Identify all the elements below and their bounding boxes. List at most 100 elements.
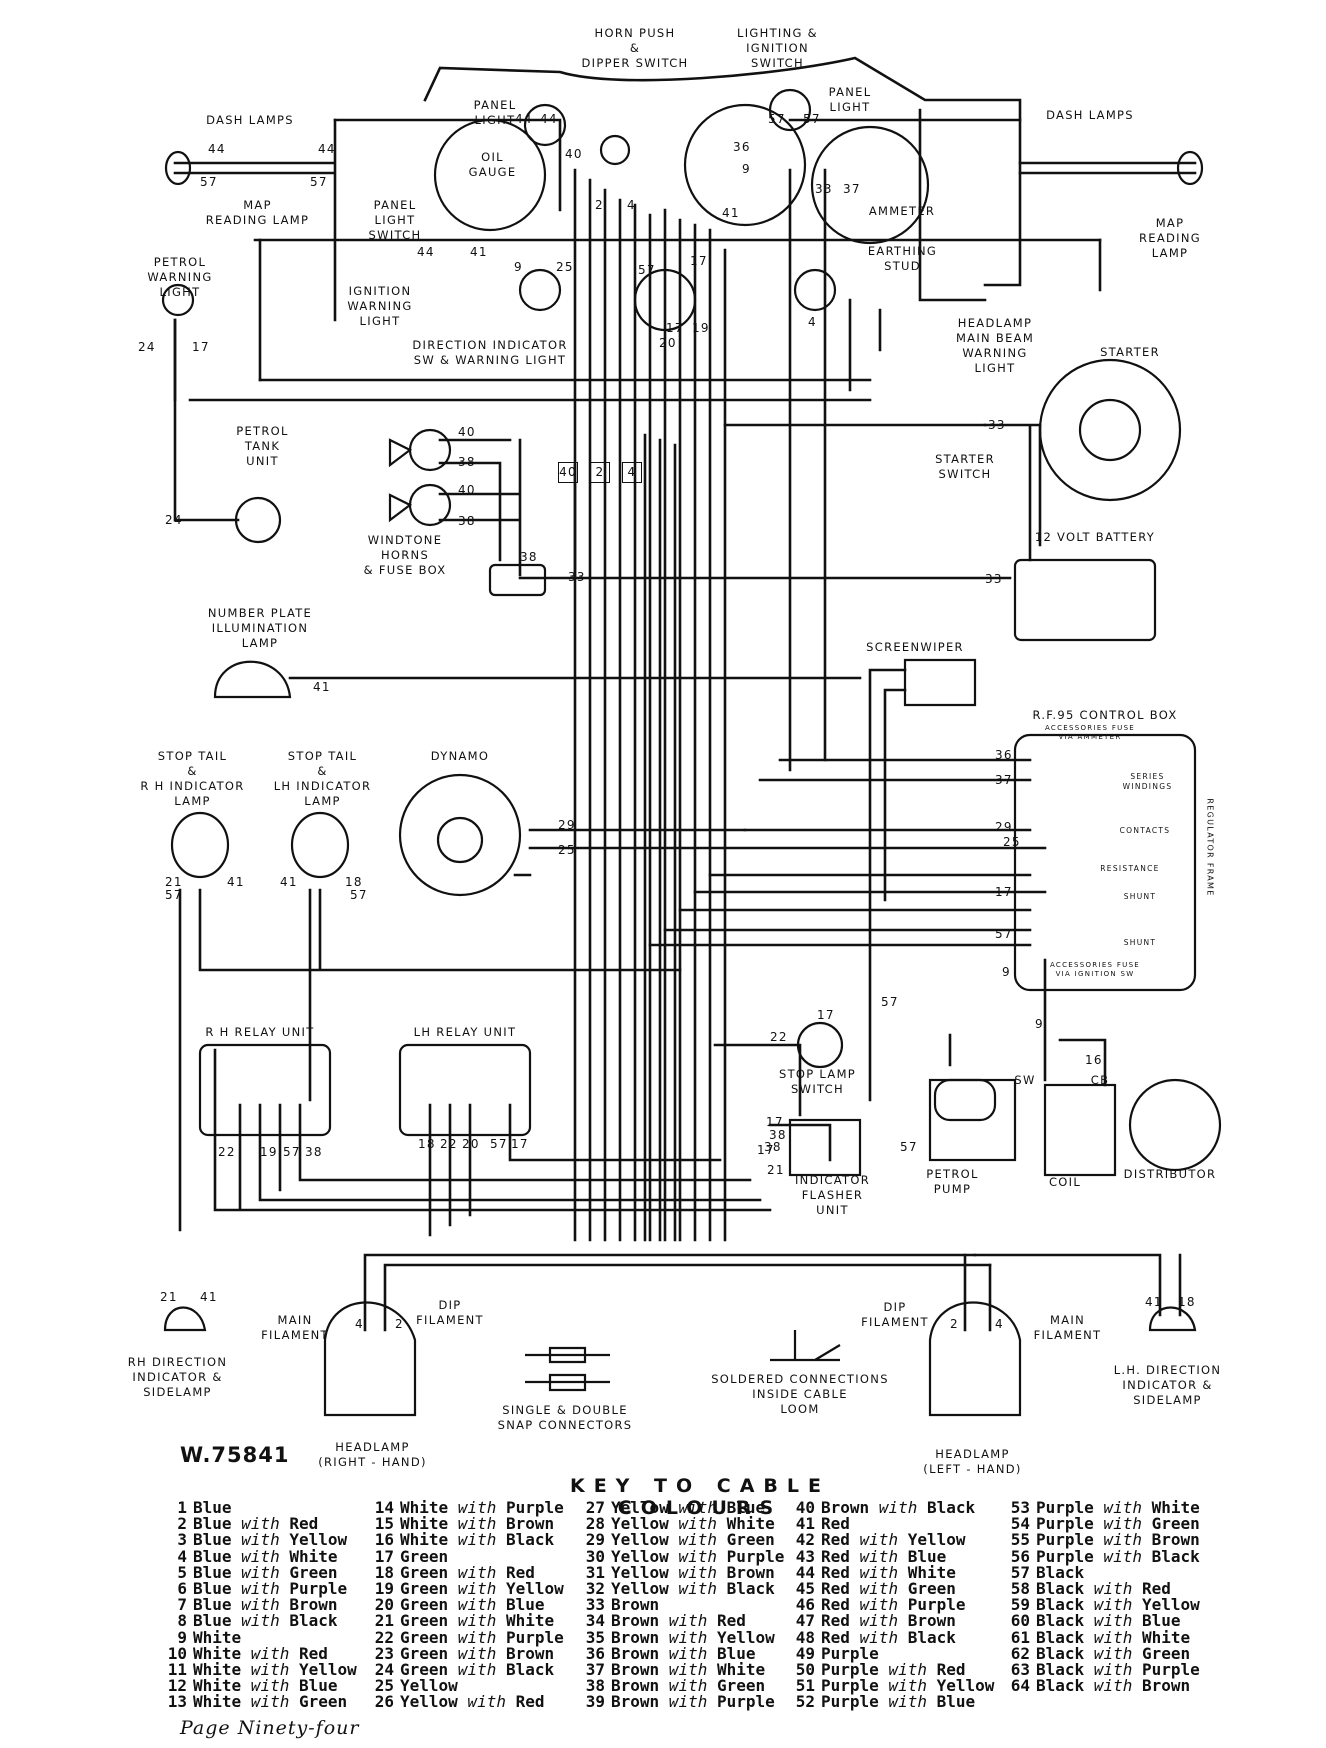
key-number: 38 [585,1676,605,1696]
key-number: 56 [1010,1546,1030,1566]
wire-number: 18 [345,875,363,889]
label-screenwiper: SCREENWIPER [866,640,964,654]
label-starter: STARTER [1100,345,1160,359]
wire-number: 17 [511,1137,529,1151]
label-series-windings: SERIES WINDINGS [1122,772,1173,791]
key-tracer: Green [716,1676,766,1696]
label-headlamp-warning: HEADLAMP MAIN BEAM WARNING LIGHT [955,316,1035,375]
key-number: 42 [795,1530,815,1550]
key-tracer: Yellow [936,1676,995,1696]
soldered-connection-symbol [770,1330,841,1362]
label-flasher-unit: INDICATOR FLASHER UNIT [794,1173,870,1217]
label-stop-tail-lh: STOP TAIL & LH INDICATOR LAMP [273,749,372,808]
label-regulator-frame: REGULATOR FRAME [1205,798,1215,897]
fuse-label: 4 [622,462,642,483]
key-tracer: Brown [505,1514,555,1534]
wiring-diagram [161,56,1222,1417]
wire-number: 41 [313,680,331,694]
key-with: with [1084,1659,1142,1679]
screenwiper [903,658,977,707]
key-with: with [1093,1498,1152,1517]
key-colour: Blue [193,1611,232,1631]
key-tracer: Yellow [298,1659,357,1679]
label-soldered: SOLDERED CONNECTIONS INSIDE CABLE LOOM [711,1372,889,1416]
key-colour: Black [1036,1578,1085,1598]
petrol-pump-cap [933,1078,997,1122]
drawing-reference: W.75841 [180,1443,290,1467]
key-number: 55 [1010,1530,1030,1550]
key-colour: Red [821,1546,850,1566]
rh-headlamp [323,1301,417,1417]
key-with: with [448,1530,506,1550]
key-colour: Black [1036,1595,1085,1615]
key-colour: Brown [611,1643,660,1663]
key-colour: Red [821,1611,850,1631]
wire-number: 38 [764,1140,782,1154]
key-number: 62 [1010,1643,1030,1663]
wire-number: 38 [305,1145,323,1159]
wire-number: 21 [160,1290,178,1304]
wire-number: 22 [218,1145,236,1159]
key-tracer: Purple [716,1692,775,1712]
label-oil-gauge: OIL GAUGE [468,150,517,179]
panel-light-right [768,88,812,132]
panel-light-left [523,103,567,147]
key-with: with [1084,1578,1142,1598]
key-tracer: Yellow [289,1530,348,1550]
key-with: with [448,1578,506,1598]
petrol-warning-lamp [161,283,195,317]
key-colour: Green [400,1627,449,1647]
key-colour: Brown [611,1692,660,1712]
key-colour: Yellow [611,1578,669,1598]
label-map-lamp-left: MAP READING LAMP [205,198,310,227]
key-colour: Brown [821,1498,870,1517]
key-number: 39 [585,1692,605,1712]
label-petrol-tank: PETROL TANK UNIT [236,424,289,468]
wire-number: 36 [733,140,751,154]
wire-number: 57 [995,927,1013,941]
key-with: with [1093,1530,1152,1550]
key-tracer: Blue [726,1498,766,1517]
wire-number: 17 [192,340,210,354]
wire-number: 38 [458,514,476,528]
wire-number: 40 [458,483,476,497]
key-number: 64 [1010,1676,1030,1696]
wire-number: 20 [462,1137,480,1151]
key-with: with [231,1530,290,1550]
key-colour: Brown [611,1595,660,1615]
label-dip-filament-left: DIP FILAMENT [416,1298,484,1327]
label-petrol-warning: PETROL WARNING LIGHT [147,255,213,299]
key-colour: Blue [193,1562,232,1582]
key-colour: Yellow [611,1530,669,1550]
key-number: 37 [585,1659,605,1679]
panel-outline [423,56,1022,287]
key-colour: White [193,1659,242,1679]
label-headlamp-lh: HEADLAMP (LEFT - HAND) [923,1447,1022,1476]
key-number: 11 [167,1659,187,1679]
key-number: 49 [795,1643,815,1663]
wire-number: 4 [627,198,636,212]
key-tracer: Brown [1141,1676,1191,1696]
key-number: 30 [585,1546,605,1566]
wire-number: 17 [690,254,708,268]
key-tracer: Green [298,1692,348,1712]
petrol-tank-unit [234,496,282,544]
key-colour: Red [821,1627,850,1647]
key-tracer: Purple [1141,1659,1200,1679]
